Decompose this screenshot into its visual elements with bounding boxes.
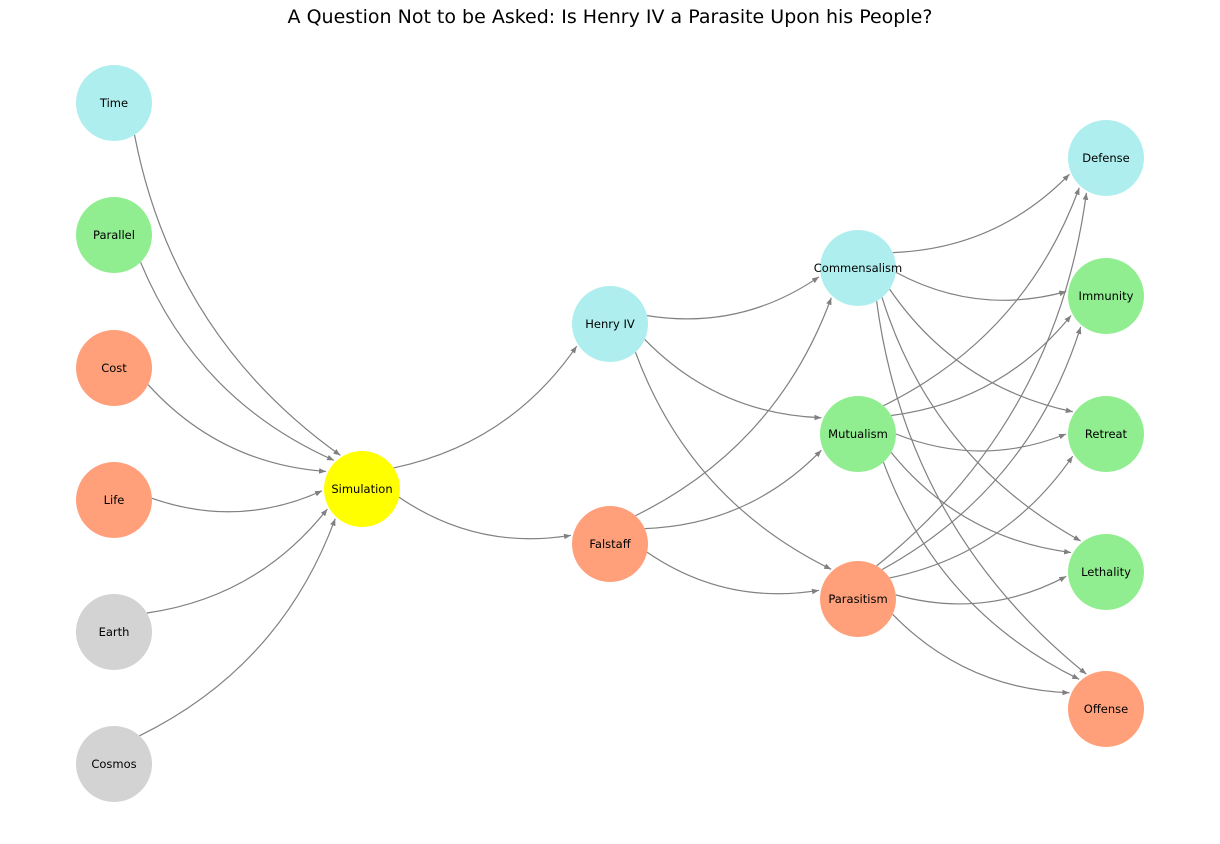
edge-mutualism-to-offense (882, 462, 1080, 680)
node-henry: Henry IV (572, 286, 648, 362)
node-cosmos: Cosmos (76, 726, 152, 802)
node-mutualism-label: Mutualism (828, 427, 888, 441)
node-simulation-label: Simulation (331, 482, 392, 496)
diagram-title: A Question Not to be Asked: Is Henry IV … (287, 6, 933, 28)
node-retreat: Retreat (1068, 396, 1144, 472)
node-time-circle (76, 65, 152, 141)
node-immunity: Immunity (1068, 258, 1144, 334)
edge-time-to-simulation (133, 134, 341, 456)
edge-henry-to-parasitism (634, 352, 832, 570)
node-mutualism: Mutualism (820, 396, 896, 472)
node-parasitism-circle (820, 561, 896, 637)
edge-mutualism-to-retreat (895, 433, 1067, 452)
node-retreat-circle (1068, 396, 1144, 472)
edge-commensalism-to-offense (876, 301, 1087, 675)
node-offense: Offense (1068, 671, 1144, 747)
node-lethality-label: Lethality (1081, 565, 1131, 579)
edge-mutualism-to-defense (883, 187, 1080, 407)
edge-falstaff-to-mutualism (644, 449, 822, 530)
edge-falstaff-to-commensalism (635, 297, 832, 517)
edge-parasitism-to-offense (892, 613, 1070, 696)
edge-parasitism-to-defense (876, 192, 1089, 567)
node-commensalism-label: Commensalism (814, 261, 902, 275)
node-henry-circle (572, 286, 648, 362)
edge-cosmos-to-simulation (139, 518, 336, 737)
node-parasitism: Parasitism (820, 561, 896, 637)
node-lethality-circle (1068, 534, 1144, 610)
edge-simulation-to-falstaff (398, 496, 572, 540)
node-life: Life (76, 462, 152, 538)
node-cost-label: Cost (101, 361, 127, 375)
node-earth-label: Earth (99, 625, 130, 639)
node-time: Time (76, 65, 152, 141)
edges-layer (133, 134, 1089, 737)
node-cosmos-circle (76, 726, 152, 802)
node-parallel-circle (76, 197, 152, 273)
edge-earth-to-simulation (146, 508, 328, 614)
node-lethality: Lethality (1068, 534, 1144, 610)
node-life-label: Life (104, 493, 125, 507)
edge-commensalism-to-lethality (881, 297, 1082, 542)
node-earth: Earth (76, 594, 152, 670)
node-cosmos-label: Cosmos (91, 757, 136, 771)
node-falstaff: Falstaff (572, 506, 648, 582)
node-offense-label: Offense (1084, 702, 1128, 716)
node-defense-circle (1068, 120, 1144, 196)
edge-falstaff-to-parasitism (646, 551, 820, 595)
node-mutualism-circle (820, 396, 896, 472)
edge-parasitism-to-retreat (889, 455, 1074, 579)
node-simulation: Simulation (324, 451, 400, 527)
edge-parasitism-to-lethality (895, 575, 1067, 605)
node-defense-label: Defense (1082, 151, 1129, 165)
node-life-circle (76, 462, 152, 538)
edge-henry-to-commensalism (646, 276, 820, 320)
edge-simulation-to-henry (393, 345, 578, 469)
node-commensalism: Commensalism (814, 230, 902, 306)
edge-parasitism-to-immunity (881, 326, 1082, 571)
node-immunity-circle (1068, 258, 1144, 334)
node-parallel-label: Parallel (93, 228, 135, 242)
node-time-label: Time (99, 96, 128, 110)
node-falstaff-circle (572, 506, 648, 582)
node-defense: Defense (1068, 120, 1144, 196)
node-parasitism-label: Parasitism (828, 592, 887, 606)
edge-cost-to-simulation (147, 384, 327, 474)
node-parallel: Parallel (76, 197, 152, 273)
node-cost: Cost (76, 330, 152, 406)
node-falstaff-label: Falstaff (589, 537, 631, 551)
edge-parallel-to-simulation (139, 261, 335, 461)
node-offense-circle (1068, 671, 1144, 747)
edge-mutualism-to-lethality (890, 452, 1072, 555)
edge-life-to-simulation (151, 490, 323, 513)
node-cost-circle (76, 330, 152, 406)
node-commensalism-circle (820, 230, 896, 306)
edge-mutualism-to-immunity (891, 315, 1072, 417)
edge-commensalism-to-defense (892, 173, 1070, 254)
node-henry-label: Henry IV (585, 317, 635, 331)
node-simulation-circle (324, 451, 400, 527)
edge-henry-to-mutualism (644, 338, 822, 421)
edge-commensalism-to-immunity (895, 271, 1067, 301)
node-retreat-label: Retreat (1085, 427, 1128, 441)
node-earth-circle (76, 594, 152, 670)
edge-commensalism-to-retreat (889, 288, 1073, 414)
node-immunity-label: Immunity (1079, 289, 1134, 303)
